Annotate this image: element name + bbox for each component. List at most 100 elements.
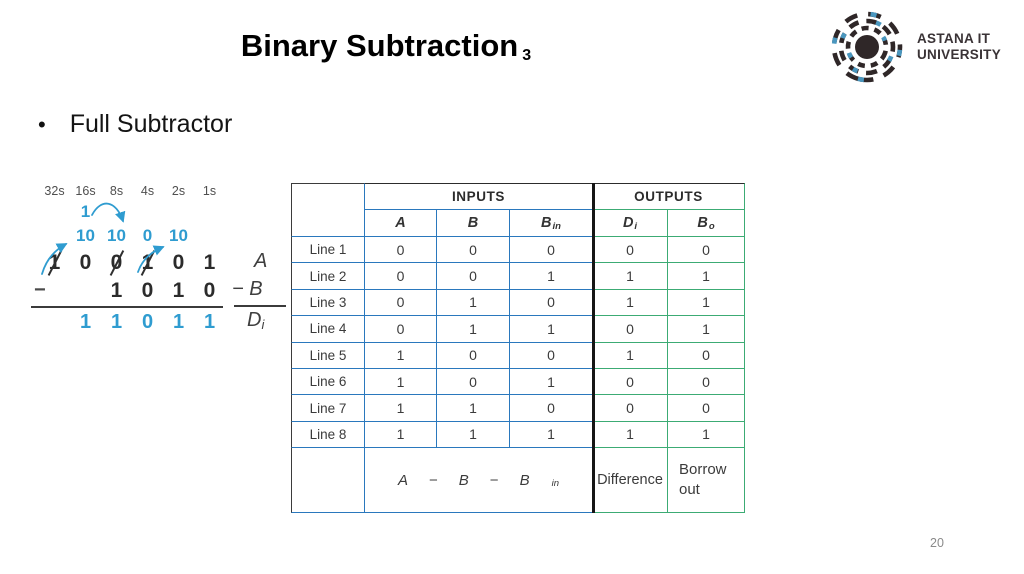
header-letter: B	[541, 215, 552, 231]
row-label: Line 6	[291, 368, 365, 396]
value-cell: 0	[593, 316, 668, 343]
expression-subscript: in	[551, 477, 559, 489]
label-subtrahend: − B	[232, 278, 263, 300]
header-letter: D	[622, 215, 634, 231]
value-cell: 0	[510, 237, 593, 264]
bullet-dot-icon: •	[38, 112, 46, 137]
value-cell: 1	[365, 395, 437, 422]
value-cell: 0	[437, 263, 510, 290]
value-cell: 1	[593, 421, 668, 449]
minus-sign: −	[34, 279, 46, 301]
value-cell: 0	[437, 237, 510, 264]
value-cell: 1	[437, 421, 510, 449]
digit: 0	[203, 279, 216, 302]
corner-cell	[291, 183, 365, 237]
digit: 0	[172, 251, 185, 274]
expression-letter: B	[458, 471, 469, 489]
expression-operator: −	[429, 471, 438, 489]
header-subscript: in	[552, 220, 561, 232]
value-cell: 1	[510, 316, 593, 343]
value-cell: 0	[510, 395, 593, 422]
label-difference-base: D	[247, 309, 262, 331]
digit	[39, 279, 70, 303]
label-minuend: A	[254, 250, 268, 272]
header-subscript: i	[634, 220, 638, 232]
value-cell: 0	[593, 237, 668, 264]
value-cell: 1	[365, 368, 437, 396]
university-logo-text: ASTANA IT UNIVERSITY	[917, 31, 1001, 63]
value-cell: 1	[365, 421, 437, 449]
row-label: Line 4	[291, 316, 365, 343]
value-cell: 0	[365, 263, 437, 290]
footer-empty-cell	[291, 448, 365, 513]
bullet-item: • Full Subtractor	[38, 110, 232, 139]
digit: 1s	[202, 184, 217, 198]
label-difference-sub: i	[261, 317, 265, 332]
title-text: Binary Subtraction	[240, 28, 519, 63]
row-label: Line 5	[291, 342, 365, 369]
inputs-header: INPUTS	[365, 183, 593, 210]
digit: 1	[172, 311, 185, 333]
header-letter: B	[467, 215, 479, 231]
digit: 1	[172, 279, 185, 302]
value-cell: 0	[365, 316, 437, 343]
digit: 4s	[140, 184, 155, 198]
digit: 32s	[44, 184, 65, 198]
value-cell: 1	[593, 342, 668, 369]
value-cell: 0	[437, 368, 510, 396]
value-cell: 1	[510, 421, 593, 449]
row-label: Line 8	[291, 421, 365, 449]
value-cell: 0	[593, 368, 668, 396]
digit: 10	[76, 226, 95, 245]
digit: 8s	[109, 184, 124, 198]
value-cell: 0	[365, 237, 437, 264]
value-cell: 1	[668, 421, 745, 449]
value-cell: 1	[668, 289, 745, 317]
value-cell: 0	[365, 289, 437, 317]
value-cell: 1	[668, 316, 745, 343]
logo-line2: UNIVERSITY	[917, 47, 1002, 62]
column-header: A	[365, 210, 437, 237]
digit: 0	[101, 251, 132, 275]
digit: 1	[110, 279, 123, 302]
value-cell: 0	[437, 342, 510, 369]
digit	[70, 279, 101, 303]
label-difference: Di	[247, 309, 264, 332]
digit: 1	[79, 311, 92, 333]
row-label: Line 7	[291, 395, 365, 422]
subtraction-rule-line	[31, 306, 223, 309]
value-cell: 1	[437, 316, 510, 343]
value-cell: 1	[365, 342, 437, 369]
row-label: Line 2	[291, 263, 365, 290]
digit: 10	[107, 226, 126, 245]
value-cell: 1	[510, 263, 593, 290]
value-cell: 1	[437, 395, 510, 422]
digit: 0	[142, 226, 153, 245]
row-label: Line 3	[291, 289, 365, 317]
digit: 16s	[75, 184, 96, 198]
digit: 1	[110, 311, 123, 333]
digit: 2s	[171, 184, 186, 198]
difference-label: Difference	[593, 448, 668, 513]
digit: 0	[141, 279, 154, 302]
place-value-row: 32s 16s 8s 4s 2s 1s	[39, 184, 225, 198]
digit: 1	[132, 251, 163, 275]
value-cell: 0	[510, 289, 593, 317]
borrow-out-label: Borrow out	[668, 448, 745, 513]
digit: 1	[203, 311, 216, 333]
digit	[39, 311, 70, 334]
outputs-header: OUTPUTS	[593, 183, 745, 210]
value-cell: 0	[668, 342, 745, 369]
expression-letter: B	[519, 471, 530, 489]
university-logo-icon	[831, 11, 903, 83]
digit: 0	[141, 311, 154, 333]
column-header: B	[437, 210, 510, 237]
